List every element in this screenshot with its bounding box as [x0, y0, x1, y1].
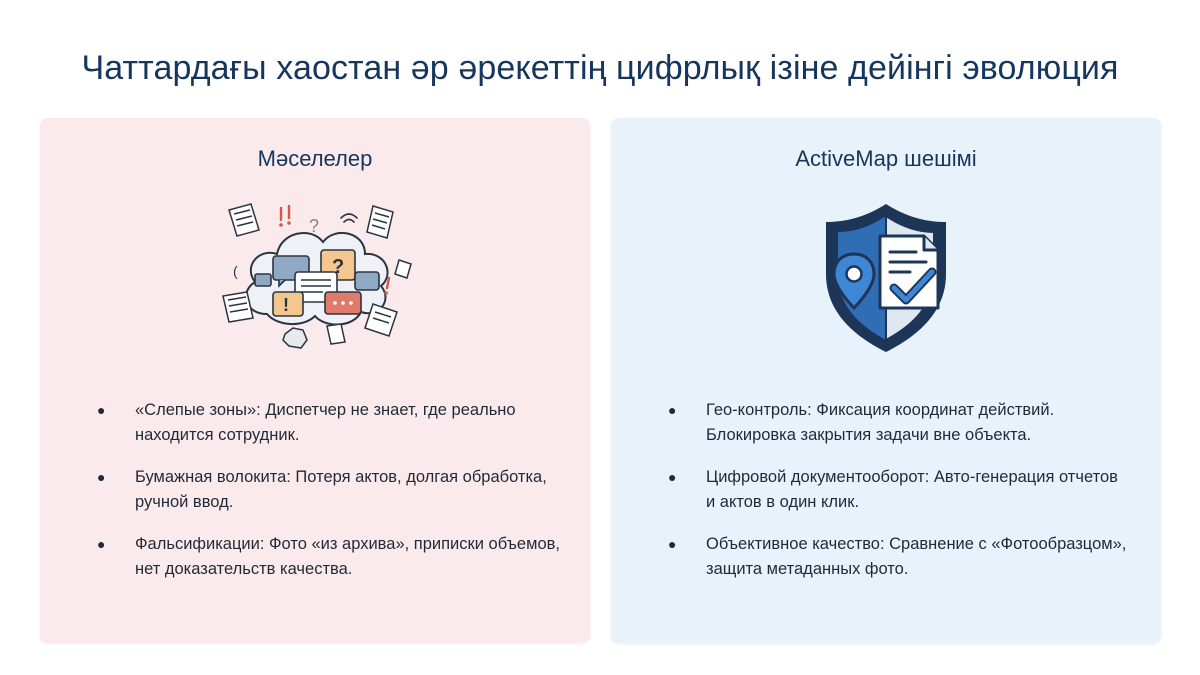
bullet-icon: ●: [97, 402, 106, 418]
list-item-text: Бумажная волокита: Потеря актов, долгая …: [135, 468, 547, 511]
list-item-text: Гео-контроль: Фиксация координат действи…: [706, 401, 1055, 444]
list-item: ● Гео-контроль: Фиксация координат действ…: [661, 398, 1131, 448]
list-item-text: Цифровой документооборот: Авто-генерация…: [706, 468, 1118, 511]
list-item: ● Цифровой документооборот: Авто-генераци…: [661, 465, 1131, 515]
bullet-icon: ●: [97, 469, 106, 485]
list-item: ● Фальсификации: Фото «из архива», припис…: [90, 532, 560, 582]
svg-text:(: (: [233, 263, 238, 279]
list-item: ● Бумажная волокита: Потеря актов, долгая…: [90, 465, 560, 515]
slide-title: Чаттардағы хаостан әр әрекеттің цифрлық …: [81, 49, 1119, 87]
bullet-icon: ●: [668, 536, 677, 552]
list-item: ● Объективное качество: Сравнение с «Фото…: [661, 532, 1131, 582]
bullet-icon: ●: [97, 536, 106, 552]
list-item-text: «Слепые зоны»: Диспетчер не знает, где р…: [135, 401, 516, 444]
chaos-chat-cloud-icon: ? !: [222, 203, 412, 349]
problems-list: ● «Слепые зоны»: Диспетчер не знает, где …: [90, 398, 560, 599]
shield-location-document-check-icon: [826, 204, 946, 352]
solution-list: ● Гео-контроль: Фиксация координат действ…: [661, 398, 1131, 599]
list-item: ● «Слепые зоны»: Диспетчер не знает, где …: [90, 398, 560, 448]
svg-text:?: ?: [309, 216, 319, 236]
svg-text:!: !: [283, 295, 289, 315]
list-item-text: Фальсификации: Фото «из архива», приписк…: [135, 535, 560, 578]
solution-title: ActiveMap шешімі: [795, 146, 977, 171]
problems-card: Мәселелер ? !: [40, 118, 590, 643]
bullet-icon: ●: [668, 402, 677, 418]
problems-title: Мәселелер: [257, 146, 373, 171]
list-item-text: Объективное качество: Сравнение с «Фотоо…: [706, 535, 1127, 578]
solution-card: ActiveMap шешімі: [611, 118, 1161, 643]
bullet-icon: ●: [668, 469, 677, 485]
